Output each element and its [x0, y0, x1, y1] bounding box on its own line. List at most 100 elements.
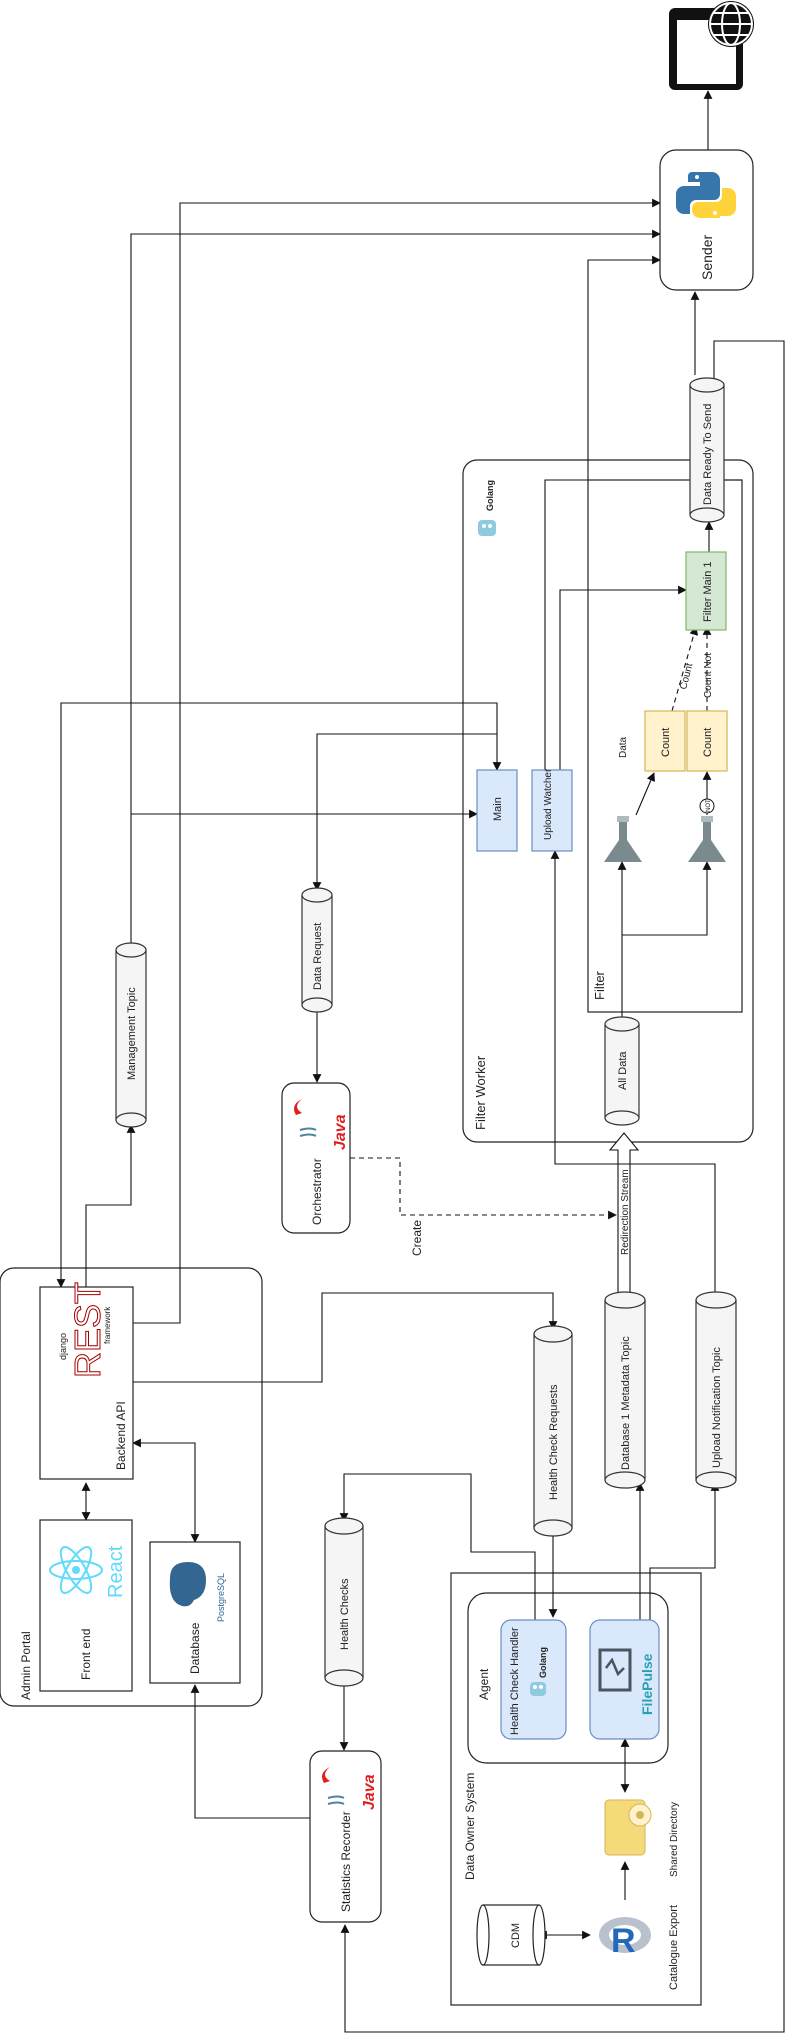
node-shared-directory[interactable]: Shared Directory — [604, 1799, 680, 1877]
edge-filepulse-to-uploadnotif — [649, 1482, 720, 1620]
not-marker: NOT — [699, 798, 715, 814]
edge-statistics-to-database — [190, 1684, 310, 1819]
topic-health-checks-label: Health Checks — [339, 1578, 351, 1650]
logo-rest: REST — [67, 1282, 108, 1378]
edge-metadata-to-alldata — [608, 1132, 640, 1295]
node-database[interactable]: PostgreSQL Database — [149, 1541, 241, 1684]
golang-logo-filter-worker-label: Golang — [485, 480, 495, 511]
edge-backend-to-sender — [133, 198, 661, 1324]
topic-management-label: Management Topic — [126, 987, 138, 1080]
node-catalogue-export[interactable]: R Catalogue Export — [599, 1905, 680, 1990]
topic-upload-notification[interactable]: Upload Notification Topic — [695, 1291, 737, 1489]
r-logo-icon: R — [599, 1917, 651, 1960]
node-main[interactable]: Main — [476, 769, 518, 852]
node-orchestrator-label: Orchestrator — [310, 1158, 324, 1225]
r-logo-letter: R — [611, 1922, 636, 1960]
rest-framework-logo: django REST framework — [58, 1281, 112, 1378]
node-main-label: Main — [492, 797, 504, 821]
node-shared-directory-label: Shared Directory — [669, 1802, 680, 1877]
node-upload-watcher-label: Upload Watcher — [543, 768, 554, 840]
edge-management-to-sender — [130, 229, 661, 950]
node-filter-main-label: Filter Main 1 — [702, 561, 714, 622]
node-cdm-label: CDM — [510, 1923, 522, 1948]
java-logo-orchestrator-label: Java — [332, 1114, 349, 1150]
node-statistics-recorder-label: Statistics Recorder — [339, 1811, 353, 1912]
globe-browser-icon — [669, 1, 754, 90]
group-data-owner-system: Data Owner System — [450, 1572, 702, 2006]
topic-upload-notification-label: Upload Notification Topic — [711, 1347, 723, 1468]
node-orchestrator[interactable]: Java Orchestrator — [281, 1082, 351, 1234]
node-cdm[interactable]: CDM — [476, 1904, 546, 1966]
edge-label-redirection-stream: Redirection Stream — [620, 1169, 631, 1255]
node-backend-api[interactable]: django REST framework Backend API — [39, 1281, 134, 1480]
edge-label-data: Data — [618, 736, 629, 758]
node-count-1-label: Count — [660, 728, 672, 757]
topic-management[interactable]: Management Topic — [115, 942, 147, 1128]
java-icon-orchestrator: Java — [294, 1099, 349, 1150]
edge-label-count: Count — [678, 662, 695, 691]
node-database-label: Database — [188, 1622, 202, 1674]
node-filepulse[interactable]: FilePulse — [589, 1619, 660, 1740]
group-filter-worker-label: Filter Worker — [473, 1055, 488, 1130]
node-front-end-label: Front end — [79, 1629, 93, 1680]
edge-handler-to-healthchecks — [339, 1473, 536, 1620]
edge-backend-to-management — [85, 1124, 136, 1287]
group-filter-label: Filter — [592, 970, 607, 1000]
group-data-owner-system-label: Data Owner System — [463, 1773, 477, 1880]
edge-alldata-to-funnel2 — [622, 861, 712, 936]
funnel-icon-1 — [604, 816, 642, 862]
node-sender-label: Sender — [699, 235, 715, 280]
react-icon: React — [49, 1545, 127, 1598]
node-sender[interactable]: Sender — [659, 149, 754, 291]
group-agent-label: Agent — [477, 1668, 491, 1700]
node-health-check-handler-label: Health Check Handler — [509, 1627, 521, 1735]
python-icon — [676, 172, 736, 220]
logo-filepulse: FilePulse — [639, 1653, 655, 1715]
filepulse-icon: FilePulse — [598, 1648, 655, 1715]
node-count-1[interactable]: Count — [644, 710, 686, 772]
node-statistics-recorder[interactable]: Java Statistics Recorder — [309, 1750, 382, 1923]
topic-metadata[interactable]: Database 1 Metadata Topic — [604, 1291, 646, 1489]
topic-data-ready-label: Data Ready To Send — [702, 404, 714, 505]
node-catalogue-export-label: Catalogue Export — [668, 1905, 680, 1990]
topic-all-data[interactable]: All Data — [604, 1016, 640, 1126]
edge-orchestrator-create — [350, 1157, 617, 1220]
node-count-2[interactable]: Count — [686, 710, 728, 772]
edge-watcher-to-sender — [544, 255, 661, 770]
topic-metadata-label: Database 1 Metadata Topic — [620, 1336, 632, 1470]
node-count-2-label: Count — [702, 728, 714, 757]
postgresql-icon: PostgreSQL — [169, 1562, 226, 1622]
node-backend-api-label: Backend API — [114, 1401, 128, 1470]
java-logo-statistics-label: Java — [361, 1774, 378, 1810]
topic-health-checks[interactable]: Health Checks — [324, 1517, 364, 1687]
golang-logo-handler: Golang — [530, 1647, 548, 1696]
folder-gear-icon — [604, 1799, 652, 1856]
golang-logo-filter-worker: Golang — [478, 480, 496, 536]
logo-postgresql: PostgreSQL — [216, 1573, 226, 1622]
topic-data-request[interactable]: Data Request — [301, 887, 333, 1013]
edge-database-backend — [132, 1438, 200, 1543]
edge-label-not: NOT — [706, 799, 712, 812]
node-filter-main[interactable]: Filter Main 1 — [685, 551, 727, 631]
topic-data-ready[interactable]: Data Ready To Send — [689, 377, 725, 523]
topic-all-data-label: All Data — [617, 1051, 629, 1090]
logo-react: React — [105, 1545, 127, 1598]
topic-health-check-requests-label: Health Check Requests — [548, 1384, 560, 1500]
java-icon-statistics: Java — [322, 1767, 378, 1810]
topic-health-check-requests[interactable]: Health Check Requests — [533, 1325, 573, 1537]
edge-label-count-not: Count Not — [703, 653, 714, 698]
group-filter: Filter — [587, 479, 743, 1013]
edge-main-backend — [56, 702, 502, 1288]
edge-backend-to-healthrequests — [133, 1292, 558, 1383]
edges — [56, 90, 785, 2033]
funnel-icon-2 — [688, 816, 726, 862]
node-front-end[interactable]: React Front end — [39, 1519, 133, 1692]
group-admin-portal-label: Admin Portal — [19, 1631, 33, 1700]
edge-funnel1-to-count1 — [635, 772, 655, 816]
node-health-check-handler[interactable]: Health Check Handler Golang — [500, 1619, 567, 1740]
edge-count1-to-filtermain — [671, 626, 699, 712]
group-agent: Agent — [467, 1592, 669, 1764]
logo-framework: framework — [103, 1306, 112, 1344]
node-upload-watcher[interactable]: Upload Watcher — [531, 768, 573, 852]
